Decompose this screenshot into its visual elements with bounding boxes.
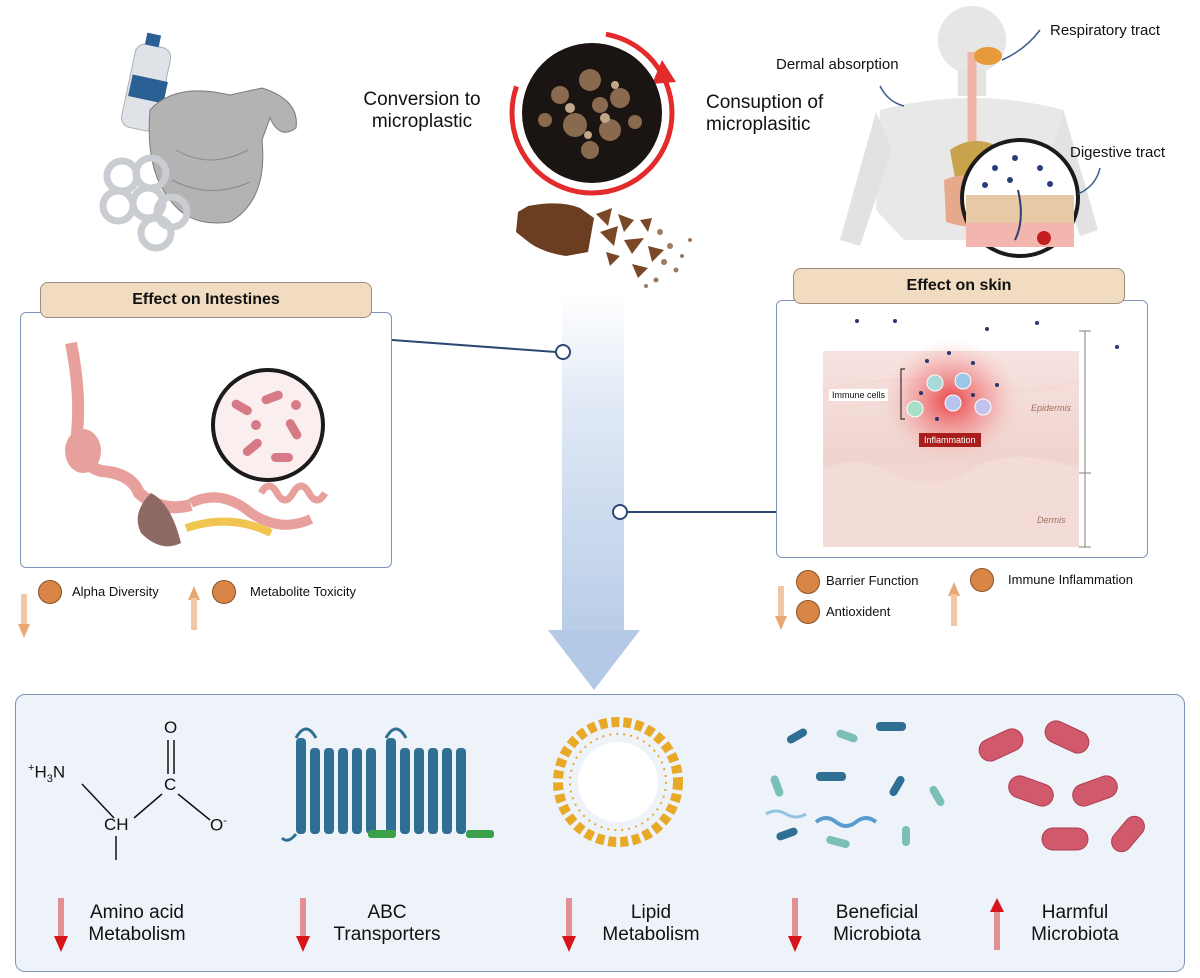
outcome-line1: Harmful: [1041, 902, 1109, 923]
skin-down-label-1: Barrier Function: [826, 573, 919, 588]
skin-up-badge: [970, 568, 994, 592]
lipid-micelle-icon: [553, 717, 683, 847]
skin-down-label-2: Antioxident: [826, 604, 891, 619]
skin-up-arrow-icon: [948, 582, 960, 626]
chem-ch: CH: [104, 815, 129, 834]
intestines-up-badge: [212, 580, 236, 604]
conversion-label: Conversion to microplastic: [342, 89, 502, 133]
intestines-up-label: Metabolite Toxicity: [250, 584, 356, 599]
consumption-line2: microplasitic: [706, 114, 811, 135]
decrease-arrow-icon: [54, 898, 68, 952]
skin-header: Effect on skin: [793, 268, 1125, 304]
shattering-bottle-icon: [516, 203, 692, 288]
central-flow-arrow: [548, 292, 640, 690]
conversion-line1: Conversion to: [363, 89, 481, 110]
abc-transporter-icon: [280, 727, 494, 842]
outcome-line1: Lipid: [630, 902, 672, 923]
chem-o-minus: O-: [210, 815, 227, 836]
skin-down-badge-2: [796, 600, 820, 624]
skin-panel: Immune cells Inflammation Epidermis Derm…: [776, 300, 1148, 558]
outcome-line2: Transporters: [333, 924, 441, 945]
outcome-line2: Metabolism: [88, 924, 186, 945]
skin-up-label: Immune Inflammation: [1008, 572, 1133, 587]
chem-o-top: O: [164, 718, 178, 737]
immune-cells-label: Immune cells: [829, 389, 889, 401]
conversion-line2: microplastic: [371, 111, 473, 132]
harmful-microbiota-icon: [978, 720, 1145, 853]
dermal-arrow-icon: [879, 85, 905, 107]
digestive-arrow-icon: [1077, 167, 1101, 195]
dermal-label: Dermal absorption: [776, 56, 899, 73]
chem-c: C: [164, 775, 177, 794]
beneficial-microbiota-icon: [765, 722, 945, 849]
digestive-label: Digestive tract: [1070, 144, 1166, 161]
outcome-line2: Microbiota: [833, 924, 921, 945]
intestines-illustration: [65, 341, 329, 547]
intestines-panel: [20, 312, 392, 568]
outcome-line2: Metabolism: [602, 924, 700, 945]
intestines-header: Effect on Intestines: [40, 282, 372, 318]
outcome-line1: Amino acid: [90, 902, 184, 923]
intestines-up-arrow-icon: [188, 586, 200, 630]
chem-h3n: +H3N: [28, 762, 65, 785]
chem-sub-3: 3: [46, 773, 53, 786]
intestines-down-badge: [38, 580, 62, 604]
dermis-label: Dermis: [1037, 515, 1066, 525]
chem-n: N: [52, 762, 66, 782]
decrease-arrow-icon: [788, 898, 802, 952]
chem-plus-charge: +: [28, 762, 35, 774]
consumption-line1: Consuption of: [706, 92, 824, 113]
chem-h: H: [34, 762, 47, 782]
amino-acid-structure-icon: [81, 740, 211, 860]
decrease-arrow-icon: [562, 898, 576, 952]
epidermis-label: Epidermis: [1031, 403, 1072, 413]
intestines-down-label: Alpha Diversity: [72, 584, 159, 599]
connector-intestines: [391, 339, 571, 360]
chem-minus-charge: -: [223, 815, 227, 827]
outcome-line1: Beneficial: [835, 902, 919, 923]
microplastic-cycle-icon: [509, 30, 676, 196]
skin-down-arrow-icon: [775, 586, 787, 630]
decrease-arrow-icon: [296, 898, 310, 952]
consumption-label: Consuption of microplasitic: [706, 92, 866, 136]
increase-arrow-icon: [990, 898, 1004, 950]
outcome-line1: ABC: [367, 902, 407, 923]
chem-o-minus-letter: O: [210, 815, 224, 835]
outcome-line2: Microbiota: [1031, 924, 1119, 945]
respiratory-label: Respiratory tract: [1050, 22, 1161, 39]
digestive-zoom-icon: [960, 138, 1080, 258]
skin-down-badge-1: [796, 570, 820, 594]
plastic-waste-icon: [99, 32, 297, 252]
inflammation-label: Inflammation: [919, 433, 981, 447]
connector-skin: [612, 504, 776, 520]
intestines-down-arrow-icon: [18, 594, 30, 638]
skin-illustration: [822, 319, 1119, 548]
respiratory-arrow-icon: [1001, 29, 1041, 61]
